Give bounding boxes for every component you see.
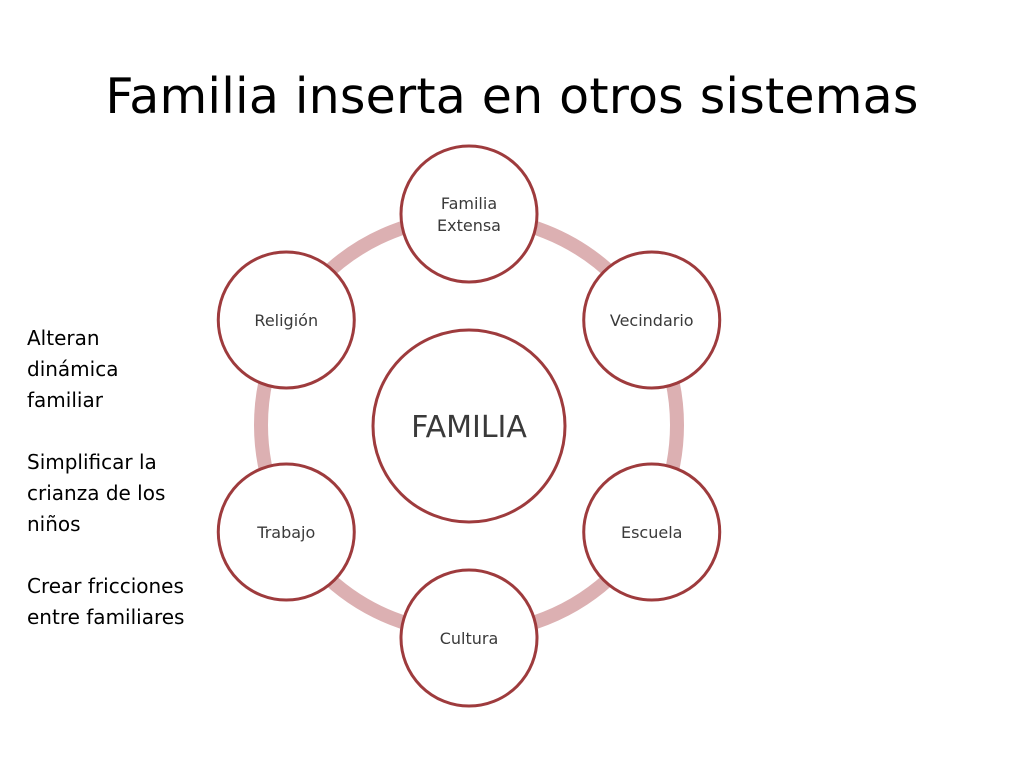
node-religion: Religión <box>216 250 356 390</box>
note-item: Simplificar la crianza de los niños <box>27 450 166 536</box>
node-label: Cultura <box>440 629 499 648</box>
node-label: Religión <box>254 311 318 330</box>
node-label: Familia <box>441 194 497 213</box>
note-item: Crear fricciones entre familiares <box>27 574 185 629</box>
node-label: Trabajo <box>256 523 315 542</box>
center-node-circle <box>371 328 567 524</box>
node-cultura: Cultura <box>399 568 539 708</box>
center-node-label: FAMILIA <box>411 410 527 445</box>
slide-title: Familia inserta en otros sistemas <box>105 68 919 125</box>
note-item: Alteran dinámica familiar <box>27 326 119 412</box>
node-circle <box>582 250 722 390</box>
node-circle <box>399 568 539 708</box>
node-escuela: Escuela <box>582 462 722 602</box>
node-label: Extensa <box>437 216 501 235</box>
node-circle <box>216 250 356 390</box>
node-label: Escuela <box>621 523 682 542</box>
node-trabajo: Trabajo <box>216 462 356 602</box>
center-node: FAMILIA <box>371 328 567 524</box>
node-vecindario: Vecindario <box>582 250 722 390</box>
node-label: Vecindario <box>610 311 694 330</box>
side-notes: Alteran dinámica familiar Simplificar la… <box>27 323 187 633</box>
node-circle <box>216 462 356 602</box>
node-circle <box>399 144 539 284</box>
node-circle <box>582 462 722 602</box>
